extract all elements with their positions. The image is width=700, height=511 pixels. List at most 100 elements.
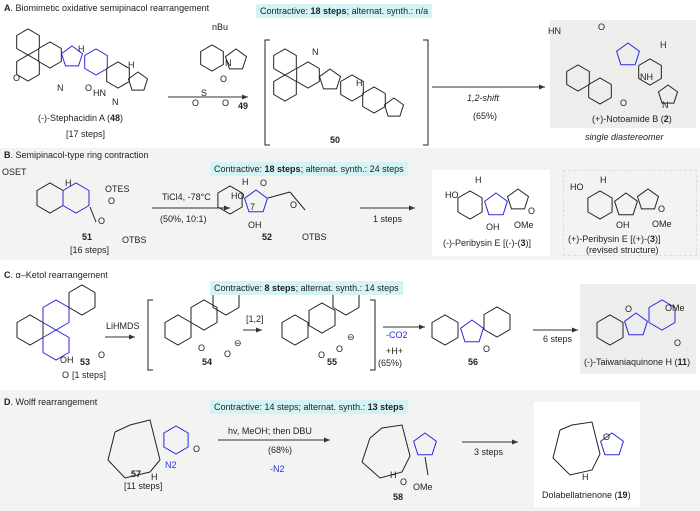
atom-label: OSET [2,167,27,177]
step-label-shift: 1,2-shift [467,93,500,103]
badge-suffix: ; alternat. synth.: 24 steps [300,164,404,174]
compound-label-52: 52 [262,232,273,242]
step-count-badge-b: Contractive: 18 steps; alternat. synth.:… [210,162,408,176]
product-box-taiwaniaquinone [580,284,696,374]
ring-bond [566,64,590,92]
atom-label: H [78,44,85,54]
atom-label: OTBS [302,232,327,242]
atom-label: HO [445,190,459,200]
atom-label: S [201,88,208,98]
steps-label-53: [1 steps] [72,370,107,380]
panel-letter: D [4,397,11,407]
compound-label-53: 53 [80,357,91,367]
badge-suffix: ; alternat. synth.: 14 steps [295,283,399,293]
compound-number: 2 [663,114,669,124]
atom-label: O [318,350,326,360]
ring-bond [484,192,508,216]
product-box-peribysin [432,170,550,256]
ring-bond [506,188,530,210]
atom-label: OH [616,220,630,230]
compound-label-3: (-)-Peribysin E [(-)-(3)] [443,238,531,249]
atom-label: O [625,304,633,314]
ring-bond [457,190,483,220]
compound-label-11: (-)-Taiwaniaquinone H (11) [584,357,690,368]
ring-bond [127,71,149,91]
reagent-ticl4: TiCl4, -78°C [162,192,211,202]
atom-label: HO [570,182,584,192]
bond [424,456,429,476]
atom-label: OTES [105,184,130,194]
atom-label: OH [486,222,500,232]
compound-label-50: 50 [330,135,341,145]
step-count-badge-a: Contractive: 18 steps; alternat. synth.:… [256,4,433,18]
atom-label: O [658,204,666,214]
panel-a-title: A. Biomimetic oxidative semipinacol rear… [4,3,209,14]
arrow-head [419,324,425,330]
atom-label: HN [93,88,106,98]
atom-label: O [620,98,628,108]
atom-label: N [112,97,119,107]
ring-bond [383,97,405,117]
ring-bond [16,314,44,346]
atom-label: O [528,206,536,216]
macrocycle-bond [361,424,411,479]
compound-label-49: 49 [238,101,249,111]
atom-label: O [336,344,344,354]
badge-suffix: ; alternat. synth.: n/a [346,6,429,16]
atom-label: O [85,83,93,93]
ring-bond [42,329,70,361]
loss-n2: -N2 [270,464,285,474]
ring-bond [588,77,612,105]
bracket [147,299,153,371]
compound-label-3-revised: (+)-Peribysin E [(+)-(3)] [568,234,661,245]
atom-label: N [57,83,64,93]
bracket [264,39,270,146]
arrow-head [224,205,230,211]
atom-label: ⊖ [347,332,355,342]
ring-bond [587,190,613,220]
bond [289,191,306,211]
yield-b: (50%, 10:1) [160,214,207,224]
yield-a: (65%) [473,111,498,121]
ring-bond [296,61,320,89]
revised-note: (revised structure) [586,245,659,255]
step-label-c: 6 steps [543,334,573,344]
atom-label: O [198,343,206,353]
ring-bond [340,74,364,102]
compound-label-51: 51 [82,232,93,242]
reagent-hv: hv, MeOH; then DBU [228,426,312,436]
compound-name-end: )] [525,238,532,248]
compound-name: (-)-Taiwaniaquinone H ( [584,357,678,367]
arrow-head [572,327,578,333]
atom-label: H [660,40,667,50]
ring-bond [200,44,224,72]
ring-bond [36,182,64,214]
ring-bond [636,188,660,210]
compound-name: (+)-Notoamide B ( [592,114,664,124]
step-count-badge-d: Contractive: 14 steps; alternat. synth.:… [210,400,408,414]
panel-d-title: D. Wolff rearrangement [4,397,97,408]
panel-letter: B [4,150,11,160]
ring-bond [62,182,90,214]
ring-bond [16,54,40,82]
atom-label: 7 [250,202,256,212]
atom-label: O [222,98,230,108]
ring-bond [638,58,662,86]
badge-prefix: Contractive: [214,283,265,293]
compound-label-56: 56 [468,357,479,367]
atom-label: O [598,22,606,32]
ring-bond [68,284,96,316]
atom-label: O [108,196,116,206]
panel-title-text: . Wolff rearrangement [10,397,98,407]
ring-bond [273,74,297,102]
arrow-head [242,94,248,100]
ring-bond [460,319,484,343]
atom-label: H [475,175,482,185]
atom-label: HO [231,191,245,201]
ring-bond [281,314,309,346]
ring-bond [624,312,648,336]
ring-bond [190,299,218,331]
bracket [423,39,429,146]
atom-label: O [98,216,106,226]
